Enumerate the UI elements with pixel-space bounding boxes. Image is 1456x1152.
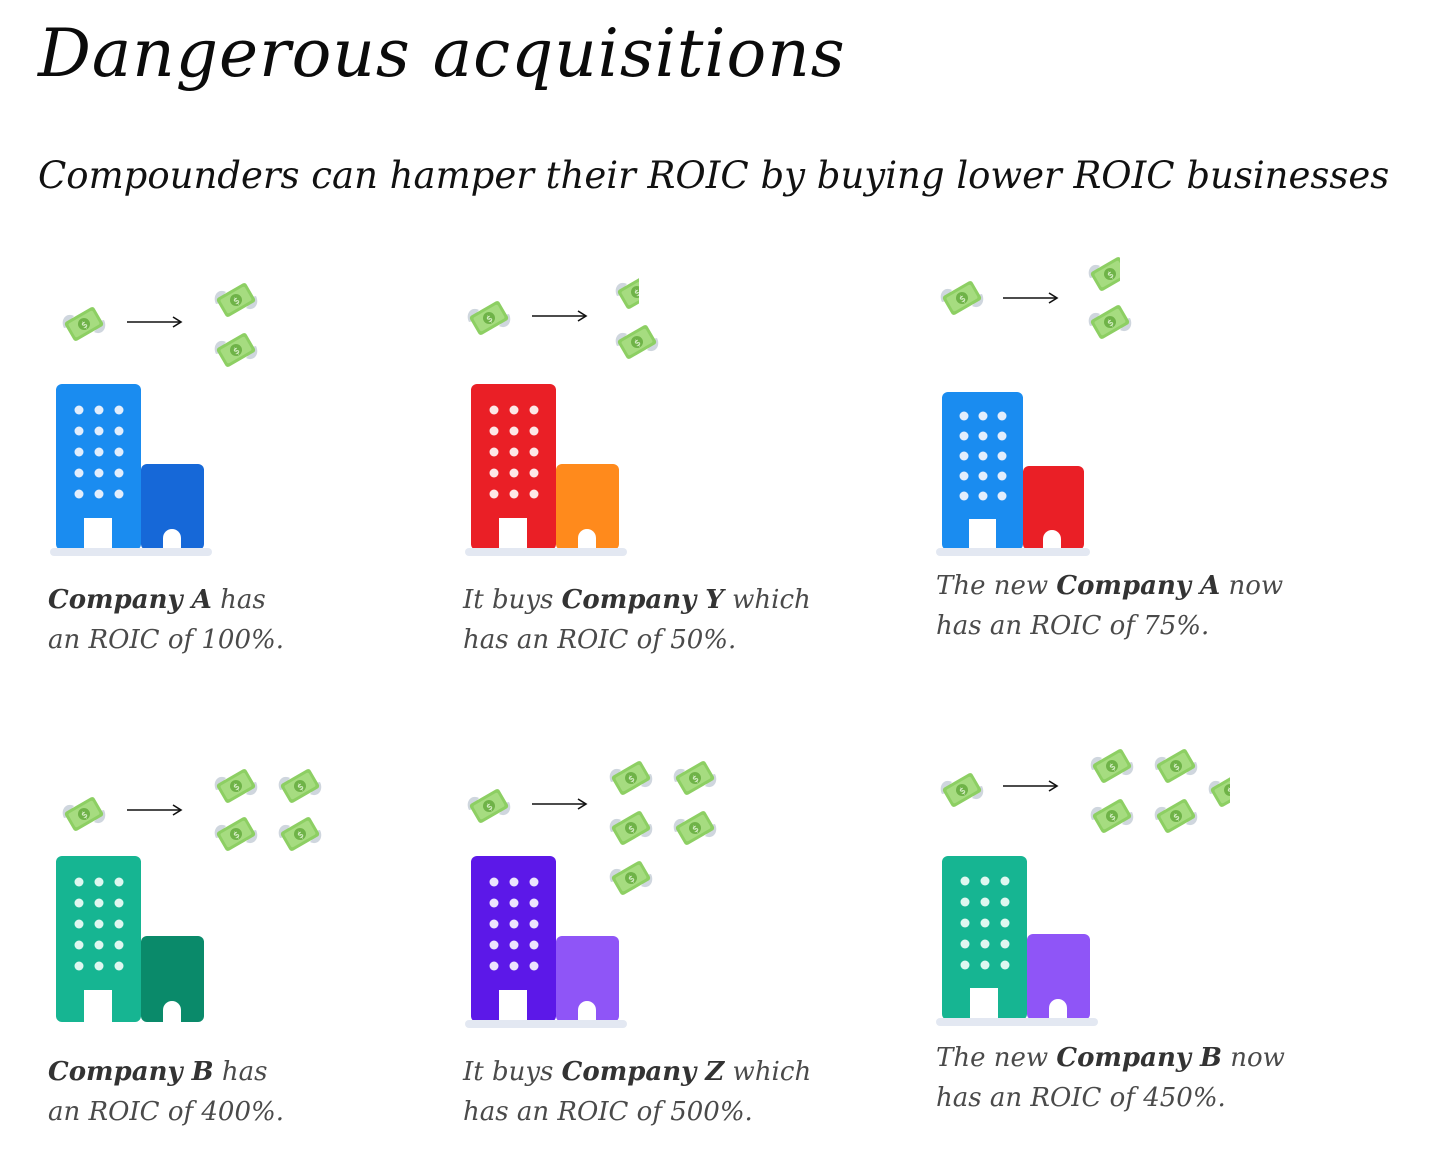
caption-line-1: It buys Company Z which (463, 1057, 812, 1087)
caption-line-2: an ROIC of 400%. (48, 1097, 284, 1127)
panel-company-y: It buys Company Y which has an ROIC of 5… (455, 260, 875, 680)
flying-money-icon (210, 324, 262, 376)
page-title: Dangerous acquisitions (38, 15, 846, 92)
caption-line-1: The new Company A now (936, 571, 1284, 601)
caption: It buys Company Z which has an ROIC of 5… (463, 1052, 811, 1132)
flying-money-icon (58, 298, 110, 350)
panel-new-company-a: The new Company A now has an ROIC of 75%… (928, 246, 1348, 666)
flying-money-icon (1208, 771, 1230, 809)
office-building-icon (936, 856, 1098, 1026)
flying-money-icon (611, 316, 663, 368)
flying-money-icon (605, 802, 657, 854)
caption: It buys Company Y which has an ROIC of 5… (463, 580, 811, 660)
flying-money-icon (936, 764, 988, 816)
caption-line-1: The new Company B now (936, 1043, 1285, 1073)
right-arrow-icon (532, 798, 588, 810)
office-building-icon (465, 384, 627, 556)
flying-money-icon (1150, 740, 1202, 792)
flying-money-icon (463, 292, 515, 344)
caption: The new Company A now has an ROIC of 75%… (936, 566, 1283, 646)
flying-money-icon (274, 808, 326, 860)
flying-money-icon (58, 788, 110, 840)
flying-money-icon (210, 274, 262, 326)
panel-company-b: Company B has an ROIC of 400%. (40, 732, 460, 1152)
right-arrow-icon (127, 316, 183, 328)
caption-line-1: It buys Company Y which (463, 585, 811, 615)
flying-money-icon (274, 760, 326, 812)
caption: The new Company B now has an ROIC of 450… (936, 1038, 1285, 1118)
flying-money-icon (1086, 790, 1138, 842)
panel-company-z: It buys Company Z which has an ROIC of 5… (455, 732, 875, 1152)
office-building-icon (50, 384, 212, 556)
office-building-icon (56, 856, 204, 1022)
flying-money-icon (1084, 296, 1136, 348)
panel-company-a: Company A has an ROIC of 100%. (40, 260, 460, 680)
flying-money-icon (463, 780, 515, 832)
flying-money-icon (1086, 740, 1138, 792)
caption-line-1: Company A has (48, 585, 266, 615)
flying-money-icon (210, 760, 262, 812)
flying-money-icon (669, 802, 721, 854)
flying-money-icon (1150, 790, 1202, 842)
flying-money-icon (669, 752, 721, 804)
flying-money-icon (1088, 255, 1120, 293)
flying-money-icon (936, 272, 988, 324)
caption-line-2: has an ROIC of 450%. (936, 1083, 1226, 1113)
caption: Company A has an ROIC of 100%. (48, 580, 284, 660)
caption-line-2: has an ROIC of 50%. (463, 625, 737, 655)
right-arrow-icon (1003, 780, 1059, 792)
caption-line-2: has an ROIC of 500%. (463, 1097, 753, 1127)
flying-money-icon (615, 273, 639, 311)
caption-line-2: has an ROIC of 75%. (936, 611, 1210, 641)
panel-new-company-b: The new Company B now has an ROIC of 450… (928, 718, 1348, 1138)
flying-money-icon (605, 752, 657, 804)
flying-money-icon (210, 808, 262, 860)
right-arrow-icon (532, 310, 588, 322)
right-arrow-icon (127, 804, 183, 816)
caption-line-2: an ROIC of 100%. (48, 625, 284, 655)
page-subtitle: Compounders can hamper their ROIC by buy… (38, 154, 1390, 197)
office-building-icon (465, 856, 627, 1028)
office-building-icon (936, 392, 1090, 556)
right-arrow-icon (1003, 292, 1059, 304)
caption: Company B has an ROIC of 400%. (48, 1052, 284, 1132)
caption-line-1: Company B has (48, 1057, 268, 1087)
